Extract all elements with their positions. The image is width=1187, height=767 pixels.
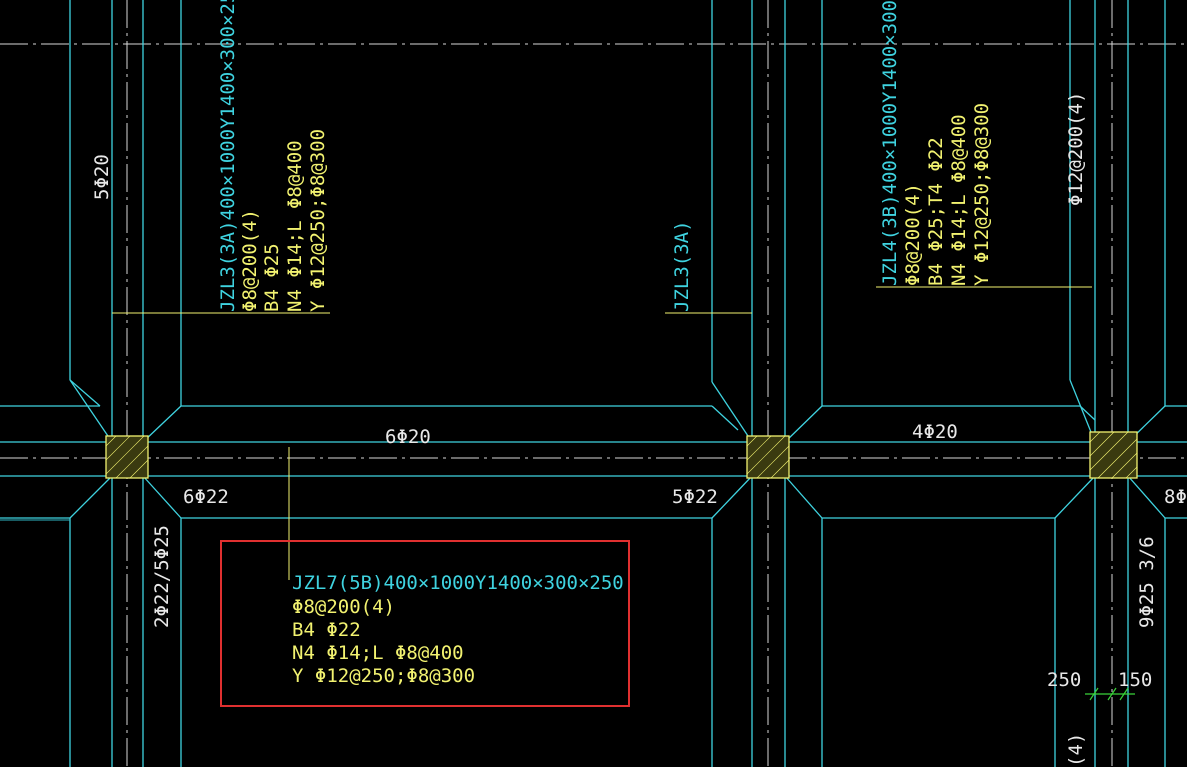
jzl7-haunch-bars: Y Φ12@250;Φ8@300 — [292, 665, 475, 687]
jzl3-stirrup: Φ8@200(4) — [239, 209, 261, 312]
jzl3-short-label: JZL3(3A) — [671, 220, 693, 312]
jzl3-haunch-bars: Y Φ12@250;Φ8@300 — [307, 129, 329, 312]
jzl7-side-bars: N4 Φ14;L Φ8@400 — [292, 642, 464, 664]
beam-label-jzl4: JZL4(3B)400×1000Y1400×300×250 Φ8@200(4) … — [879, 0, 993, 286]
column-hatched-left — [105, 435, 149, 479]
dimension-right: 150 — [1118, 669, 1152, 691]
rebar-left-lower-vertical: 2Φ22/5Φ25 — [151, 525, 173, 628]
highlight-box — [220, 540, 630, 707]
column-hatched-right — [1089, 431, 1138, 479]
rebar-top-mid: 6Φ20 — [385, 426, 431, 448]
jzl3-title: JZL3(3A)400×1000Y1400×300×250 — [217, 0, 239, 312]
jzl4-haunch-bars: Y Φ12@250;Φ8@300 — [971, 103, 993, 286]
jzl4-stirrup: Φ8@200(4) — [902, 183, 924, 286]
rebar-right-upper-vertical: Φ12@200(4) — [1065, 92, 1087, 206]
jzl7-bottom-bars: B4 Φ22 — [292, 619, 361, 641]
jzl3-bottom-bars: B4 Φ25 — [261, 243, 283, 312]
rebar-top-right: 4Φ20 — [912, 421, 958, 443]
dimension-left: 250 — [1047, 669, 1081, 691]
leader-lines — [112, 286, 1092, 580]
jzl4-side-bars: N4 Φ14;L Φ8@400 — [948, 114, 970, 286]
rebar-right-edge-fragment: (4) — [1065, 733, 1087, 767]
rebar-right-lower-vertical: 9Φ25 3/6 — [1136, 536, 1158, 628]
rebar-annotations: 5Φ20 6Φ20 4Φ20 6Φ22 5Φ22 8Φ 2Φ22/5Φ25 9Φ… — [91, 92, 1187, 767]
rebar-bottom-left: 6Φ22 — [183, 486, 229, 508]
beam-label-jzl3: JZL3(3A)400×1000Y1400×300×250 Φ8@200(4) … — [217, 0, 329, 312]
dimension-marks — [1085, 687, 1135, 701]
rebar-bottom-far-right: 8Φ — [1164, 486, 1187, 508]
jzl3-side-bars: N4 Φ14;L Φ8@400 — [284, 140, 306, 312]
rebar-bottom-mid: 5Φ22 — [672, 486, 718, 508]
beam-label-jzl7: JZL7(5B)400×1000Y1400×300×250 Φ8@200(4) … — [292, 572, 624, 687]
column-hatched-middle — [746, 435, 790, 479]
jzl7-title: JZL7(5B)400×1000Y1400×300×250 — [292, 572, 624, 594]
jzl4-title: JZL4(3B)400×1000Y1400×300×250 — [879, 0, 901, 286]
rebar-left-vertical: 5Φ20 — [91, 154, 113, 200]
jzl4-top-bottom-bars: B4 Φ25;T4 Φ22 — [925, 137, 947, 286]
jzl7-stirrup: Φ8@200(4) — [292, 596, 395, 618]
